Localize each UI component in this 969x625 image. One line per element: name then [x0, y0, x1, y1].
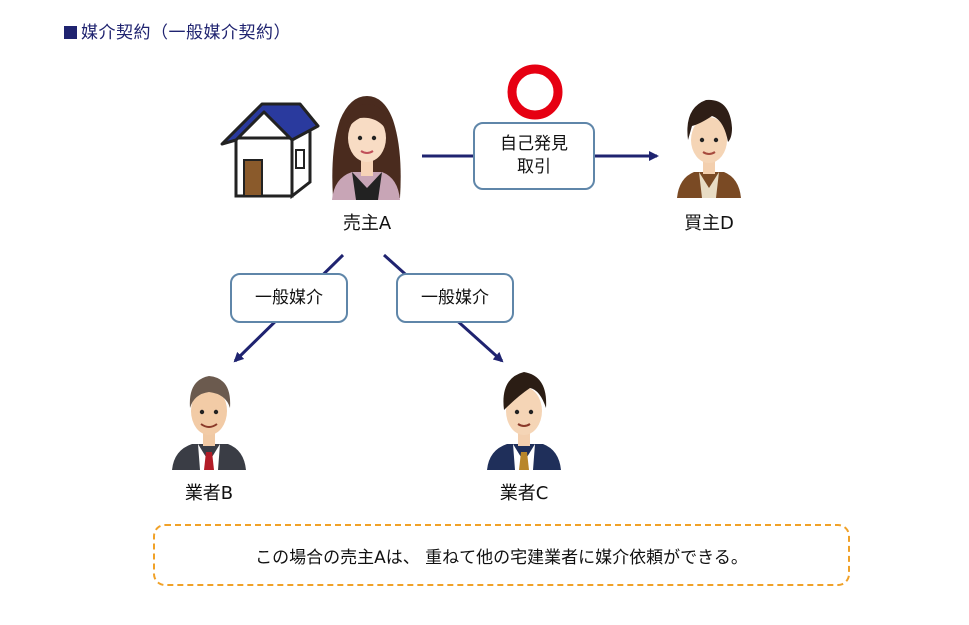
buyer-label: 買主D — [684, 213, 734, 234]
note-text: この場合の売主Aは、 重ねて他の宅建業者に媒介依頼ができる。 — [255, 547, 748, 568]
agent-c-label: 業者C — [499, 483, 549, 504]
buyer-man-icon — [677, 99, 741, 198]
agent-c-man-icon — [487, 372, 561, 470]
self-transaction-line1: 自己発見 — [500, 134, 568, 155]
general-brokerage-left-text: 一般媒介 — [255, 287, 323, 308]
agent-b-man-icon — [172, 376, 246, 470]
general-brokerage-box-right: 一般媒介 — [396, 273, 514, 323]
general-brokerage-right-text: 一般媒介 — [421, 287, 489, 308]
agent-b-label: 業者B — [184, 483, 234, 504]
self-transaction-box: 自己発見 取引 — [473, 122, 595, 190]
self-transaction-line2: 取引 — [517, 157, 551, 177]
title-text: 媒介契約（一般媒介契約） — [81, 23, 291, 43]
house-icon — [220, 102, 320, 200]
general-brokerage-box-left: 一般媒介 — [230, 273, 348, 323]
seller-label: 売主A — [342, 213, 392, 234]
page-title: 媒介契約（一般媒介契約） — [64, 18, 291, 43]
circle-mark-icon — [507, 64, 563, 120]
note-box: この場合の売主Aは、 重ねて他の宅建業者に媒介依頼ができる。 — [153, 524, 850, 586]
title-square-icon — [64, 26, 77, 39]
seller-woman-icon — [332, 96, 401, 200]
